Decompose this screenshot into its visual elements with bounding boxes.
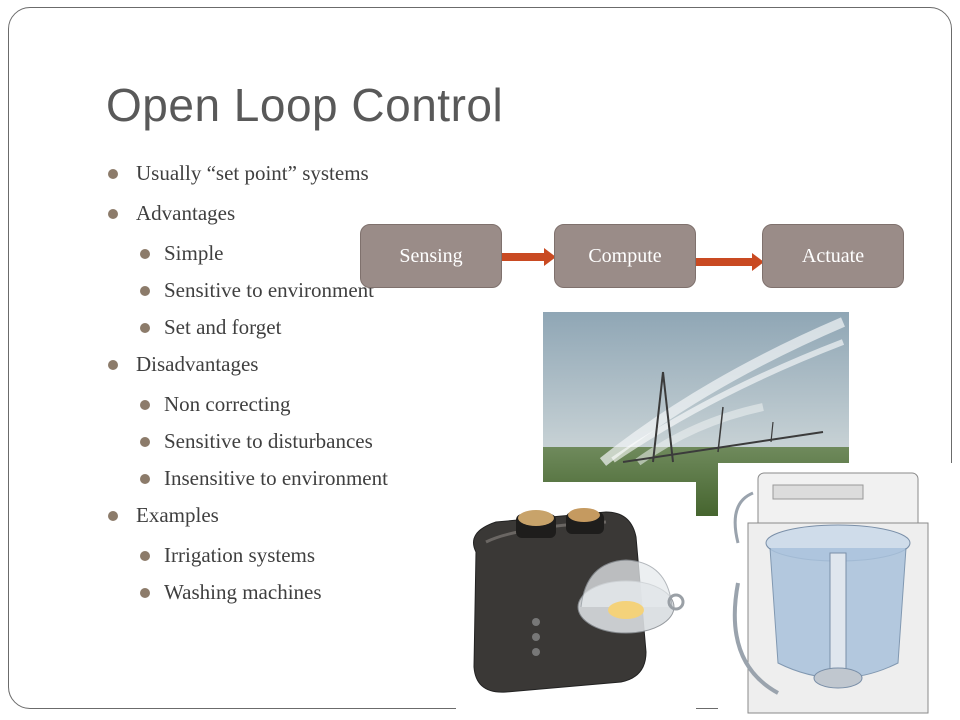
toaster-photo [456,482,696,720]
bullet-dot-icon [108,169,118,179]
irrigation-photo [543,312,849,516]
sub-bullet-item: Insensitive to environment [106,463,486,500]
arrow-compute-to-actuate [696,253,764,271]
slide-title: Open Loop Control [106,79,504,131]
flow-box-actuate: Actuate [762,224,904,288]
sub-bullet-text: Non correcting [164,392,291,416]
bullet-dot-icon [108,360,118,370]
arrow-sensing-to-compute [502,248,556,266]
sub-bullet-text: Washing machines [164,580,322,604]
bullet-dot-icon [140,323,150,333]
sub-bullet-item: Irrigation systems [106,540,486,577]
sub-bullet-item: Non correcting [106,389,486,426]
washing-machine-illustration [732,472,929,714]
bullet-dot-icon [140,437,150,447]
sub-bullet-text: Sensitive to disturbances [164,429,373,453]
bullet-text: Usually “set point” systems [136,161,369,185]
bullet-dot-icon [140,400,150,410]
bullet-dot-icon [140,286,150,296]
bullet-item: Advantages [106,198,486,238]
bullet-item: Examples [106,500,486,540]
sub-bullet-text: Insensitive to environment [164,466,388,490]
irrigation-illustration [543,312,849,516]
bullet-dot-icon [140,551,150,561]
sub-bullet-item: Sensitive to disturbances [106,426,486,463]
bullet-item: Disadvantages [106,349,486,389]
sub-bullet-item: Simple [106,238,486,275]
bullet-dot-icon [108,209,118,219]
flow-box-sensing: Sensing [360,224,502,288]
bullet-text: Advantages [136,201,236,225]
bullet-dot-icon [140,588,150,598]
sub-bullet-text: Sensitive to environment [164,278,374,302]
bullet-dot-icon [140,474,150,484]
bullet-dot-icon [140,249,150,259]
toaster-illustration [473,508,685,693]
sub-bullet-item: Washing machines [106,577,486,614]
sub-bullet-text: Irrigation systems [164,543,316,567]
bullet-list: Usually “set point” systems Advantages S… [106,158,486,614]
bullet-item: Usually “set point” systems [106,158,486,198]
sub-bullet-text: Simple [164,241,224,265]
washing-machine-diagram [718,463,960,720]
bullet-text: Examples [136,503,219,527]
bullet-text: Disadvantages [136,352,259,376]
sub-bullet-item: Set and forget [106,312,486,349]
sub-bullet-text: Set and forget [164,315,282,339]
flow-box-compute: Compute [554,224,696,288]
bullet-dot-icon [108,511,118,521]
sub-bullet-item: Sensitive to environment [106,275,486,312]
